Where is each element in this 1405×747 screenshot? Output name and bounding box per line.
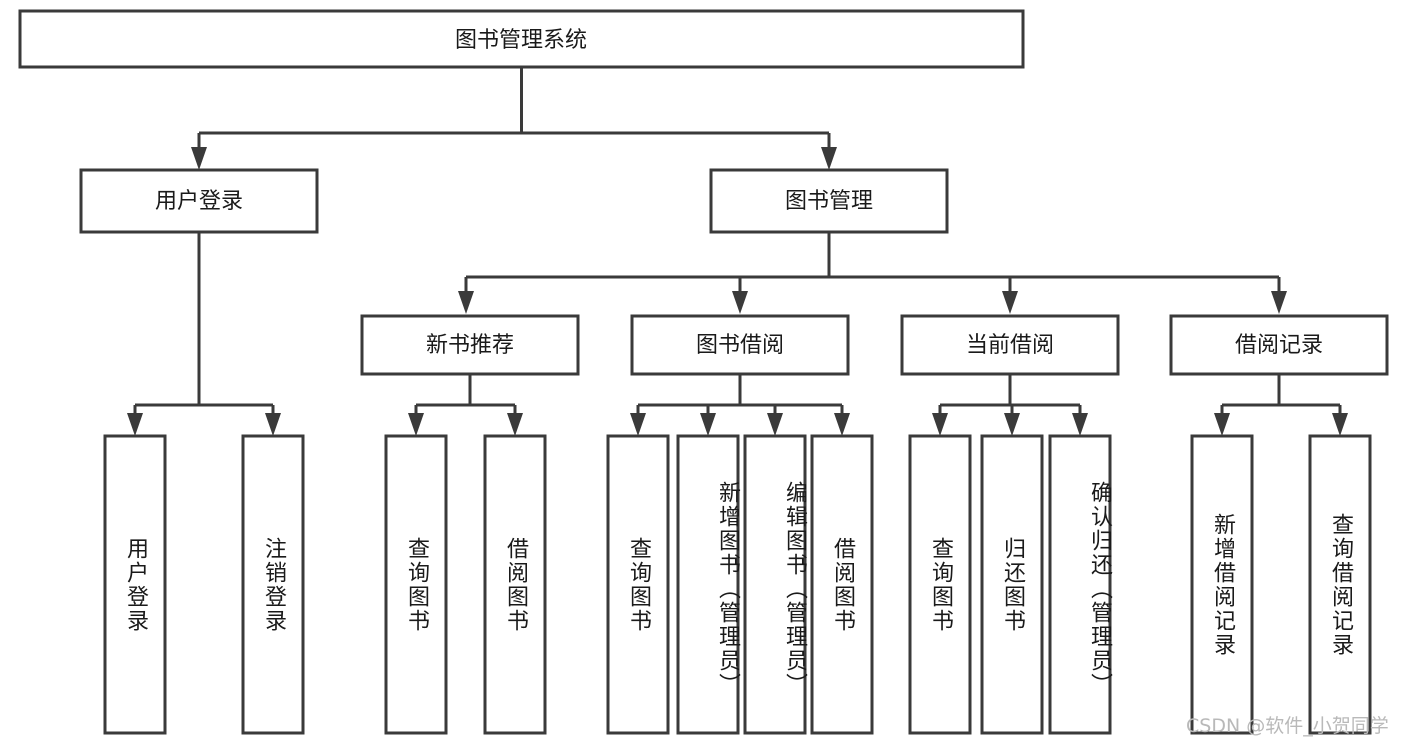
node-user-login[interactable]: 用户登录 [79,168,319,234]
node-book-borrow-box[interactable] [630,314,850,376]
arrow-icon-to-current-borrow [1002,291,1018,314]
leaf-box-query-book-borrow[interactable] [606,434,670,735]
leaf-box-borrow-book[interactable] [810,434,874,735]
connector-new-book-recommend-to-leaves [408,374,523,436]
node-book-management[interactable]: 图书管理 [709,168,949,234]
arrow-icon-root-to-user-login [191,147,207,170]
leaf-box-query-borrow-record[interactable] [1308,434,1372,735]
node-book-management-label: 图书管理 [785,189,873,214]
node-borrow-record[interactable]: 借阅记录 [1169,314,1389,376]
arrow-icon-to-borrow-record [1271,291,1287,314]
node-new-book-recommend[interactable]: 新书推荐 [360,314,580,376]
node-current-borrow-label: 当前借阅 [966,333,1054,358]
connector-user-login-to-leaves [127,232,281,436]
leaf-box-query-book-current[interactable] [908,434,972,735]
arrow-icon-to-leaf-return-book [1004,413,1020,436]
arrow-icon-to-leaf-confirm-return-admin [1072,413,1088,436]
node-user-login-box[interactable] [79,168,319,234]
node-root-box[interactable] [18,9,1025,69]
csdn-watermark: CSDN @软件_小贺同学 [1186,715,1389,737]
leaf-box-edit-book-admin[interactable] [743,434,807,735]
node-book-management-box[interactable] [709,168,949,234]
leaf-box-add-book-admin[interactable] [676,434,740,735]
leaf-box-query-book-recommend[interactable] [384,434,448,735]
arrow-icon-to-leaf-edit-book-admin [767,413,783,436]
connector-borrow-record-to-leaves [1214,374,1348,436]
node-borrow-record-label: 借阅记录 [1235,333,1323,358]
connector-book-management-to-level3 [458,232,1287,314]
leaf-box-add-borrow-record[interactable] [1190,434,1254,735]
arrow-icon-to-leaf-borrow-book [834,413,850,436]
node-new-book-recommend-label: 新书推荐 [426,333,514,358]
arrow-icon-to-leaf-user-login [127,413,143,436]
node-current-borrow[interactable]: 当前借阅 [900,314,1120,376]
arrow-icon-to-leaf-query-book-recommend [408,413,424,436]
leaf-box-user-logout[interactable] [241,434,305,735]
leaf-boxes [103,434,1372,735]
arrow-icon-to-leaf-borrow-book-recommend [507,413,523,436]
arrow-icon-root-to-book-management [821,147,837,170]
node-user-login-label: 用户登录 [155,189,243,214]
arrow-icon-to-book-borrow [732,291,748,314]
arrow-icon-to-leaf-user-logout [265,413,281,436]
connector-root-to-level2 [191,67,837,170]
arrow-icon-to-leaf-add-borrow-record [1214,413,1230,436]
node-book-borrow[interactable]: 图书借阅 [630,314,850,376]
leaf-box-confirm-return-admin[interactable] [1048,434,1112,735]
arrow-icon-to-leaf-query-book-borrow [630,413,646,436]
node-new-book-recommend-box[interactable] [360,314,580,376]
leaf-box-borrow-book-recommend[interactable] [483,434,547,735]
leaf-box-user-login[interactable] [103,434,167,735]
arrow-icon-to-leaf-query-borrow-record [1332,413,1348,436]
node-borrow-record-box[interactable] [1169,314,1389,376]
node-current-borrow-box[interactable] [900,314,1120,376]
node-root-system[interactable]: 图书管理系统 [18,9,1025,69]
connector-current-borrow-to-leaves [932,374,1088,436]
node-book-borrow-label: 图书借阅 [696,333,784,358]
connector-book-borrow-to-leaves [630,374,850,436]
leaf-box-return-book[interactable] [980,434,1044,735]
node-root-label: 图书管理系统 [455,28,587,53]
arrow-icon-to-new-book-recommend [458,291,474,314]
arrow-icon-to-leaf-add-book-admin [700,413,716,436]
arrow-icon-to-leaf-query-book-current [932,413,948,436]
